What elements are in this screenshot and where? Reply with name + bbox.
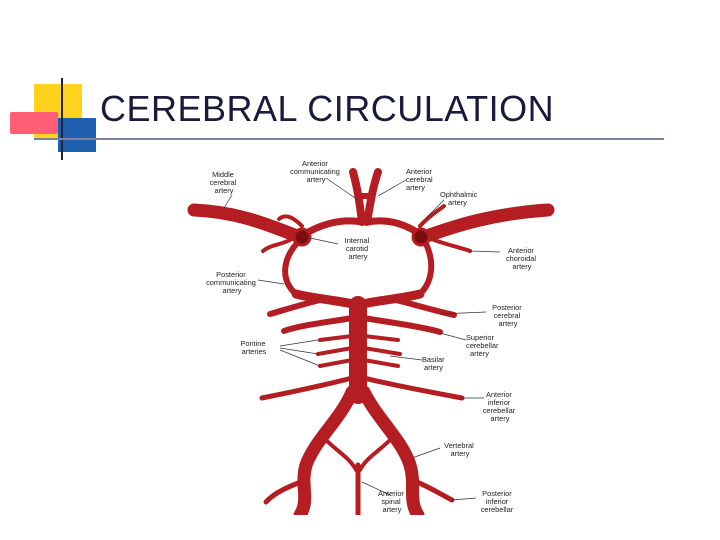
label-anterior-communicating-artery: Anterior communicating artery bbox=[290, 159, 342, 184]
label-posterior-inferior-cerebellar-artery: Posterior inferior cerebellar artery bbox=[481, 489, 516, 515]
left-pca-branch-upper bbox=[267, 297, 323, 317]
title-accent-red-block bbox=[10, 112, 58, 134]
right-posterior-communicating-artery bbox=[417, 237, 435, 297]
title-accent-blue-block bbox=[58, 118, 96, 152]
label-middle-cerebral-artery: Middle cerebral artery bbox=[210, 170, 239, 195]
left-pontine-artery-1 bbox=[318, 334, 354, 342]
labels: Anterior communicating artery Anterior c… bbox=[206, 159, 538, 515]
artery-network bbox=[187, 168, 555, 515]
label-vertebral-artery: Vertebral artery bbox=[444, 441, 476, 458]
left-pontine-artery-3 bbox=[318, 358, 354, 368]
left-middle-cerebral-artery bbox=[187, 203, 307, 244]
right-ophthalmic-artery bbox=[418, 204, 446, 228]
title-underline bbox=[34, 138, 664, 140]
right-pca-branch-upper bbox=[393, 297, 457, 318]
label-superior-cerebellar-artery: Superior cerebellar artery bbox=[466, 333, 501, 358]
left-superior-cerebellar-artery bbox=[281, 315, 355, 334]
label-anterior-inferior-cerebellar-artery: Anterior inferior cerebellar artery bbox=[483, 390, 518, 423]
right-superior-cerebellar-artery bbox=[361, 315, 443, 335]
right-pontine-artery-2 bbox=[362, 346, 402, 356]
left-anterior-choroidal-artery bbox=[261, 238, 292, 253]
right-internal-carotid-artery bbox=[411, 227, 431, 247]
right-middle-cerebral-artery bbox=[417, 203, 555, 244]
left-ophthalmic-artery bbox=[277, 214, 304, 228]
right-posterior-inferior-cerebellar-artery bbox=[409, 477, 455, 503]
label-pontine-arteries: Pontine arteries bbox=[240, 339, 267, 356]
label-anterior-cerebral-artery: Anterior cerebral artery bbox=[406, 167, 435, 192]
right-vertebral-artery bbox=[357, 385, 425, 515]
right-anterior-inferior-cerebellar-artery bbox=[361, 375, 465, 401]
title-accent-vertical-line bbox=[61, 78, 63, 160]
anterior-spinal-artery-right-root bbox=[358, 438, 392, 472]
right-anterior-choroidal-artery bbox=[432, 238, 472, 253]
right-pontine-artery-3 bbox=[362, 358, 400, 368]
left-anterior-inferior-cerebellar-artery bbox=[259, 375, 355, 401]
label-anterior-choroidal-artery: Anterior choroidal artery bbox=[506, 246, 538, 271]
right-pontine-artery-1 bbox=[362, 334, 400, 342]
left-posterior-communicating-artery bbox=[282, 237, 303, 297]
label-posterior-communicating-artery: Posterior communicating artery bbox=[206, 270, 258, 295]
label-posterior-cerebral-artery: Posterior cerebral artery bbox=[492, 303, 524, 328]
left-posterior-inferior-cerebellar-artery bbox=[263, 477, 309, 505]
slide-title: CEREBRAL CIRCULATION bbox=[100, 88, 555, 129]
label-leaders bbox=[223, 177, 501, 501]
label-internal-carotid-artery: Internal carotid artery bbox=[345, 236, 372, 261]
left-pontine-artery-2 bbox=[316, 346, 354, 356]
circle-of-willis-diagram: Anterior communicating artery Anterior c… bbox=[187, 159, 555, 515]
left-vertebral-artery bbox=[293, 385, 359, 515]
label-basilar-artery: Basilar artery bbox=[422, 355, 447, 372]
label-anterior-spinal-artery: Anterior spinal artery bbox=[378, 489, 406, 514]
label-ophthalmic-artery: Ophthalmic artery bbox=[440, 190, 479, 207]
anterior-spinal-artery-left-root bbox=[324, 438, 358, 472]
left-internal-carotid-artery bbox=[292, 227, 312, 247]
